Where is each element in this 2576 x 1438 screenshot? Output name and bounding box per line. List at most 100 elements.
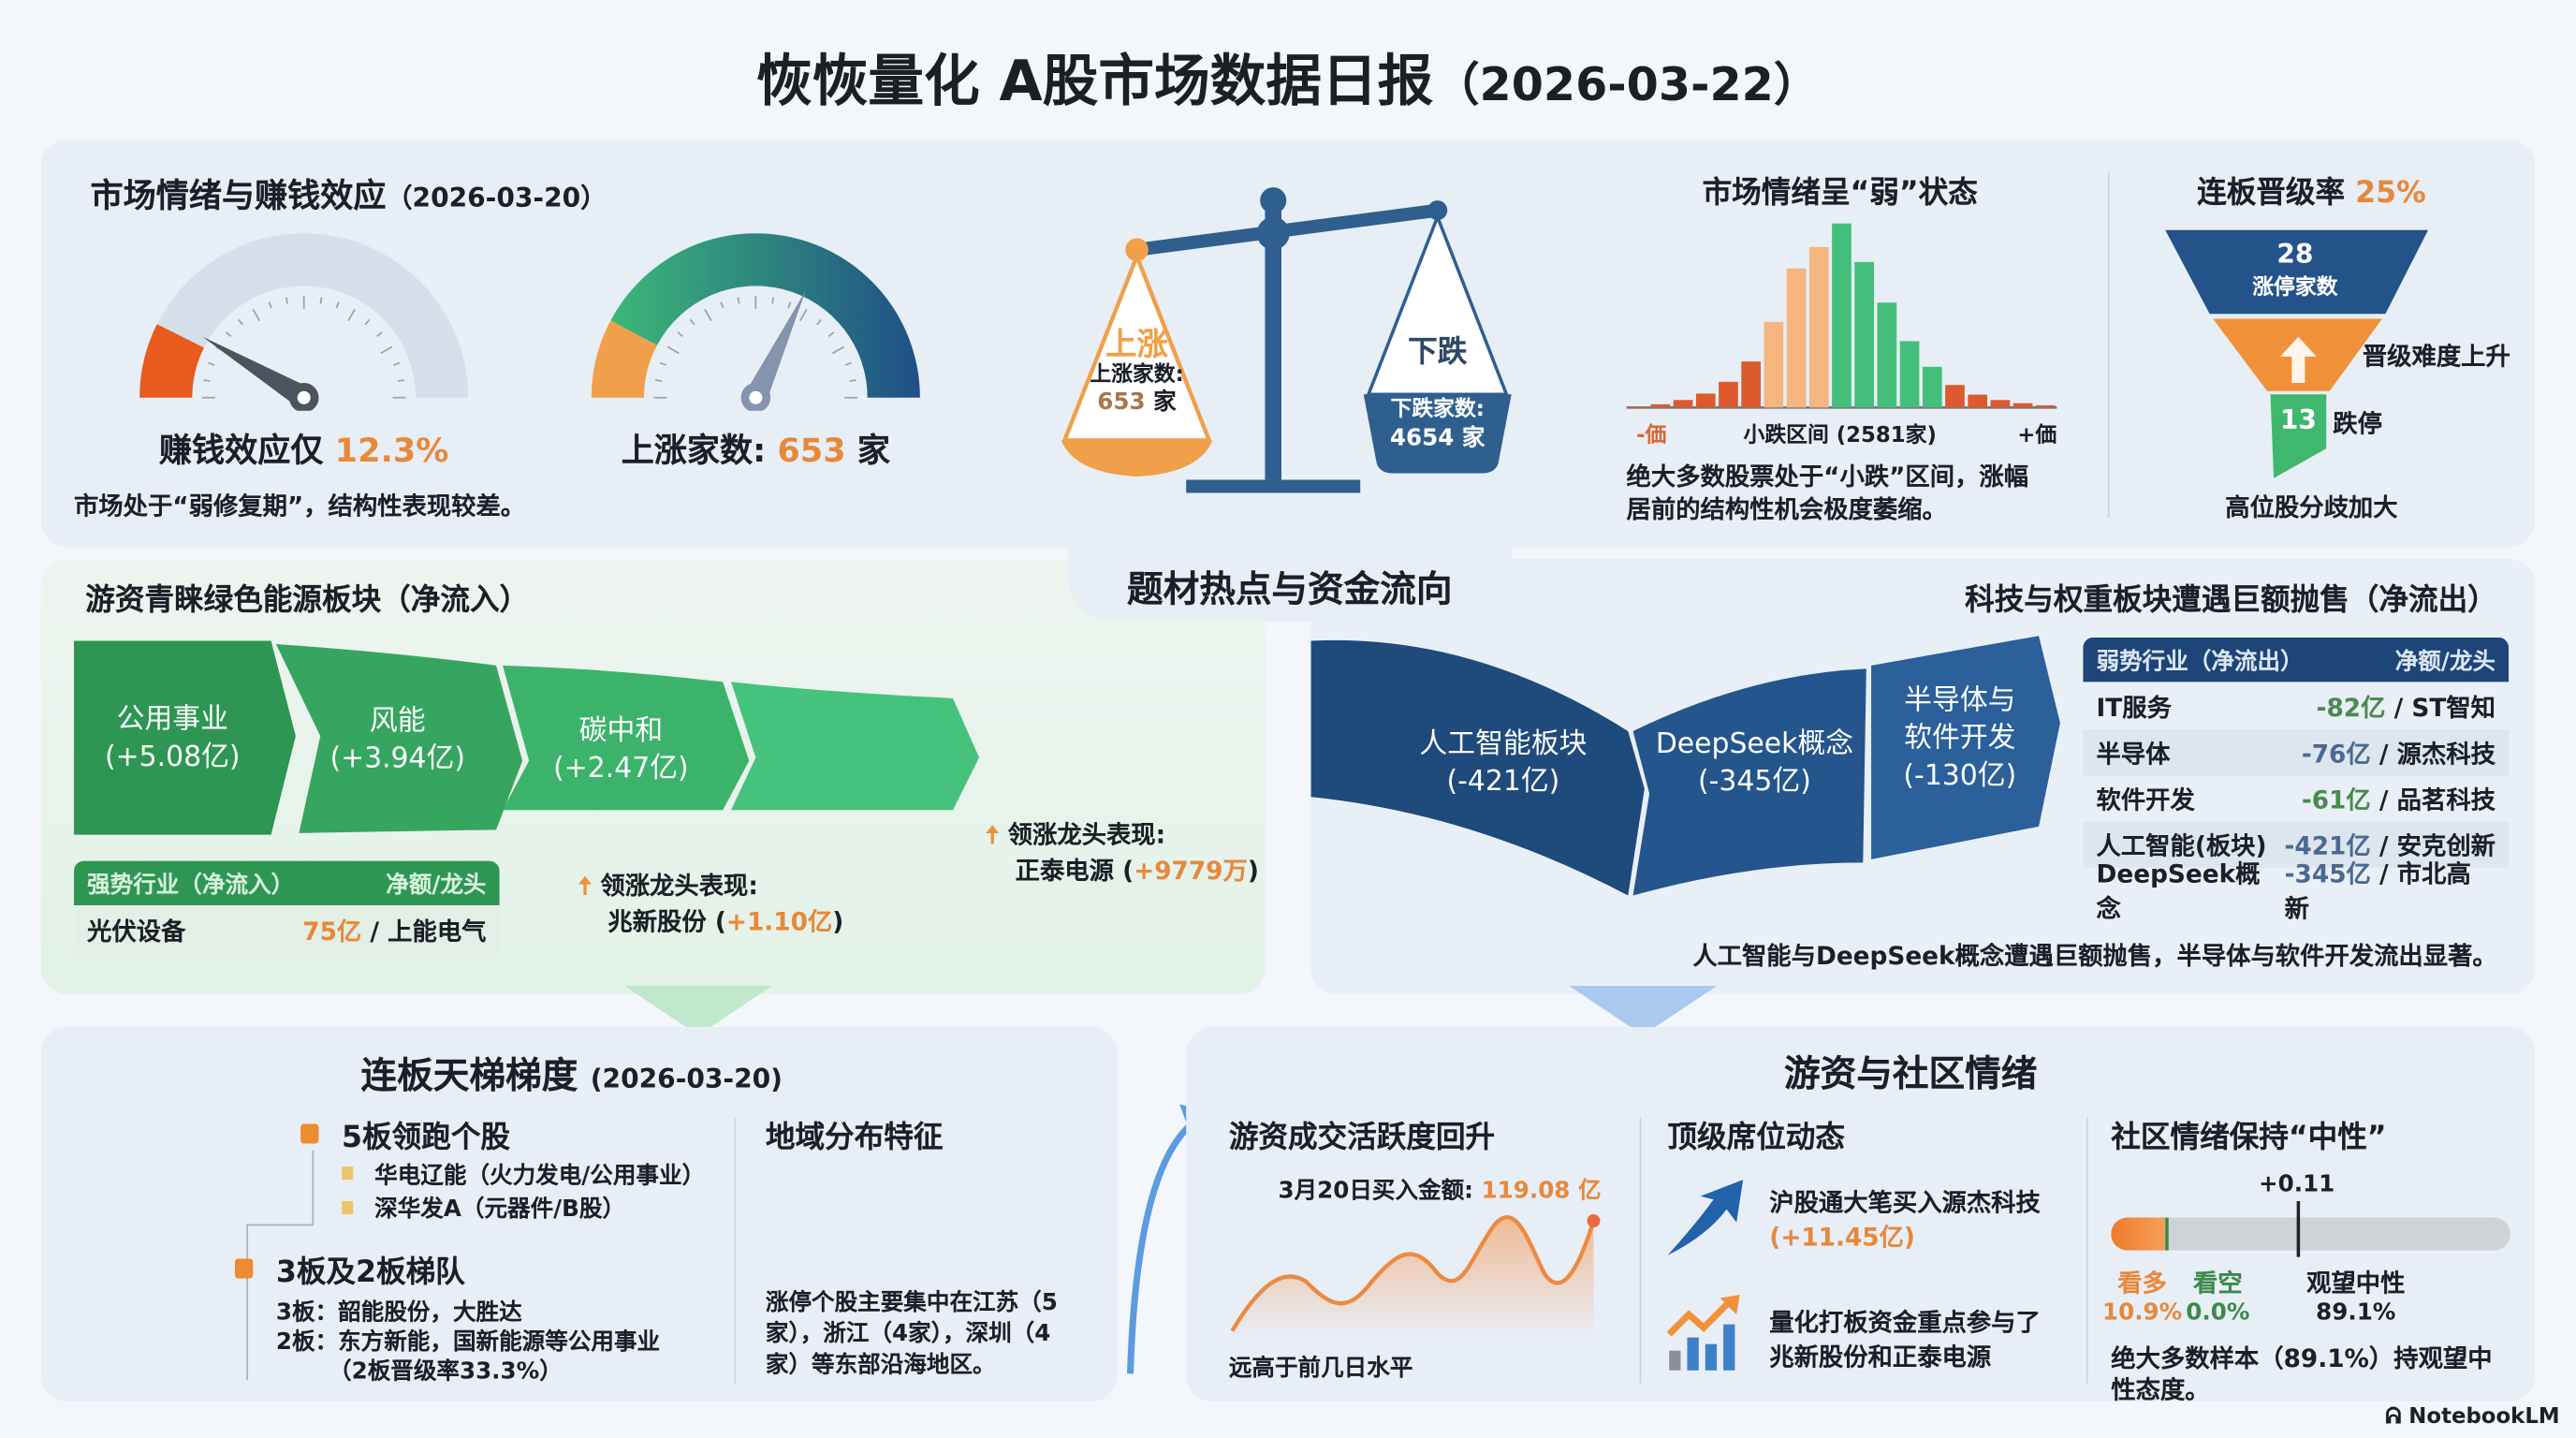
gauge-tick [666, 345, 680, 355]
callout-name: 正泰电源 ( [1015, 856, 1134, 886]
cell-industry: IT服务 [2096, 692, 2172, 723]
gauge2-label: 上涨家数: 653 家 [622, 424, 890, 472]
histogram-center-label: 小跌区间 (2581家) [1743, 423, 1937, 449]
cell-leader: / ST智知 [2385, 692, 2496, 723]
inflow-sector-2: 风能(+3.94亿) [329, 703, 465, 779]
wave-endpoint [1587, 1214, 1601, 1228]
gauge1-label-text: 赚钱效应仅 [158, 430, 324, 470]
activity-label: 3月20日买入金额: [1278, 1178, 1482, 1205]
center-tab-label: 题材热点与资金流向 [1126, 570, 1453, 611]
distribution-note-1: 绝大多数股票处于“小跌”区间，涨幅 [1626, 462, 2029, 492]
tree-line [246, 1224, 315, 1226]
histogram-bar [1628, 406, 1647, 408]
mood-marker [2296, 1200, 2301, 1257]
histogram-bar [1808, 246, 1829, 408]
promotion-title: 连板晋级率 25% [2197, 169, 2426, 213]
bear-label: 看空 [2193, 1268, 2243, 1299]
gauge-tick [203, 378, 211, 382]
gauge-tick [704, 309, 712, 322]
region-text: 涨停个股主要集中在江苏（5家），浙江（4家），深圳（4家）等东部沿海地区。 [765, 1289, 1058, 1379]
sector-value: (-421亿) [1446, 765, 1560, 799]
funnel-mid-label: 晋级难度上升 [2362, 342, 2510, 372]
divider [734, 1117, 737, 1384]
gauge-arc [610, 233, 920, 398]
gauge-tick [677, 331, 683, 337]
cell-amount: -82亿 [2316, 692, 2386, 723]
histogram-bar [2035, 404, 2056, 408]
gauge-tick [225, 331, 232, 337]
activity-amount: 3月20日买入金额: 119.08 亿 [1278, 1173, 1601, 1206]
gauge-hub-center [297, 390, 311, 404]
arrow-up-icon: 🠅 [986, 819, 1000, 850]
gauge-hub-center [749, 390, 763, 404]
region-title: 地域分布特征 [765, 1120, 944, 1155]
gauge2-label-text: 上涨家数: [621, 430, 778, 470]
bar-chart-growth-icon [1666, 1295, 1740, 1371]
header-col-1: 强势行业（净流入） [87, 872, 295, 899]
cell-amount: -61亿 [2301, 785, 2371, 814]
inflow-title: 游资青睐绿色能源板块（净流入） [85, 583, 530, 618]
outflow-sector-3: 半导体与软件开发(-130亿) [1903, 682, 2016, 796]
gauge-tick [831, 345, 845, 355]
table-header: 弱势行业（净流出）净额/龙头 [2083, 637, 2510, 682]
gauge2-value: 653 [777, 430, 846, 470]
ladder-item: 华电辽能（火力发电/公用事业） [374, 1163, 706, 1190]
cell-leader: / 源杰科技 [2370, 738, 2496, 769]
callout-end: ) [832, 906, 844, 937]
callout-title: 领涨龙头表现: [1007, 819, 1166, 850]
promotion-funnel [2165, 229, 2429, 478]
rising-count-gauge [591, 233, 920, 411]
histogram-bar [1968, 394, 1988, 408]
sector-value: (+2.47亿) [553, 752, 689, 785]
cell-industry: 光伏设备 [87, 916, 186, 946]
callout-value: +1.10亿 [725, 906, 833, 937]
distribution-histogram [1626, 223, 2057, 409]
gauge-tick [208, 361, 215, 366]
seat1-text: 沪股通大笔买入源杰科技 [1769, 1187, 2041, 1218]
outflow-table: 弱势行业（净流出）净额/龙头 IT服务-82亿 / ST智知半导体-76亿 / … [2083, 637, 2510, 923]
wave-line [1230, 1215, 1596, 1332]
outflow-segment [1632, 668, 1866, 896]
promotion-footer: 高位股分歧加大 [2225, 492, 2398, 523]
funnel-top-value: 28 [2276, 238, 2314, 270]
histogram-left-label: -価 [1636, 423, 1667, 449]
ladder-line: （2板晋级率33.3%） [329, 1358, 563, 1386]
callout-title: 领涨龙头表现: [600, 871, 758, 901]
center-tab [1067, 492, 1512, 622]
bull-label: 看多 [2117, 1268, 2167, 1299]
trend-up-arrow-icon [1667, 1180, 1744, 1255]
histogram-bar [1650, 404, 1671, 408]
mood-bar [2111, 1217, 2510, 1251]
scale-up-title: 上涨 [1105, 327, 1168, 363]
mood-score: +0.11 [2259, 1171, 2335, 1198]
gauge-needle [202, 336, 311, 408]
table-row: DeepSeek概念-345亿 / 市北高新 [2083, 859, 2509, 923]
chevron-down-icon [1569, 986, 1718, 1035]
activity-area-chart [1230, 1214, 1601, 1340]
histogram-bar [1990, 400, 2011, 408]
money-effect-gauge [139, 233, 469, 411]
seat2-text-1: 量化打板资金重点参与了 [1769, 1308, 2041, 1338]
gauge2-unit: 家 [845, 430, 890, 470]
histogram-bar [1877, 302, 1897, 408]
cell-industry: 软件开发 [2096, 785, 2195, 814]
neutral-value: 89.1% [2316, 1299, 2396, 1327]
balance-scale-icon [1061, 187, 1512, 518]
gauge-tick [720, 301, 724, 309]
table-row: 人工智能(板块)-421亿 / 安克创新 [2083, 821, 2510, 868]
sector-name-2: 软件开发 [1904, 722, 2016, 756]
ladder-panel [40, 1026, 1118, 1402]
activity-title: 游资成交活跃度回升 [1228, 1120, 1496, 1155]
gauge-tick [285, 297, 288, 304]
table-row: IT服务 -82亿 / ST智知 [2083, 683, 2509, 729]
gauge-tick [659, 361, 666, 366]
cell-leader: / 安克创新 [2370, 830, 2496, 860]
notebooklm-logo: ᕱ NotebookLM [2385, 1405, 2559, 1430]
header-col-1: 弱势行业（净流出） [2096, 648, 2304, 675]
sector-name: 人工智能板块 [1419, 727, 1588, 761]
histogram-bar [1741, 361, 1762, 408]
cell-amount: 75亿 [302, 916, 362, 946]
histogram-bar [1922, 366, 1942, 408]
divider [2107, 172, 2110, 518]
gauge-tick [397, 378, 405, 382]
